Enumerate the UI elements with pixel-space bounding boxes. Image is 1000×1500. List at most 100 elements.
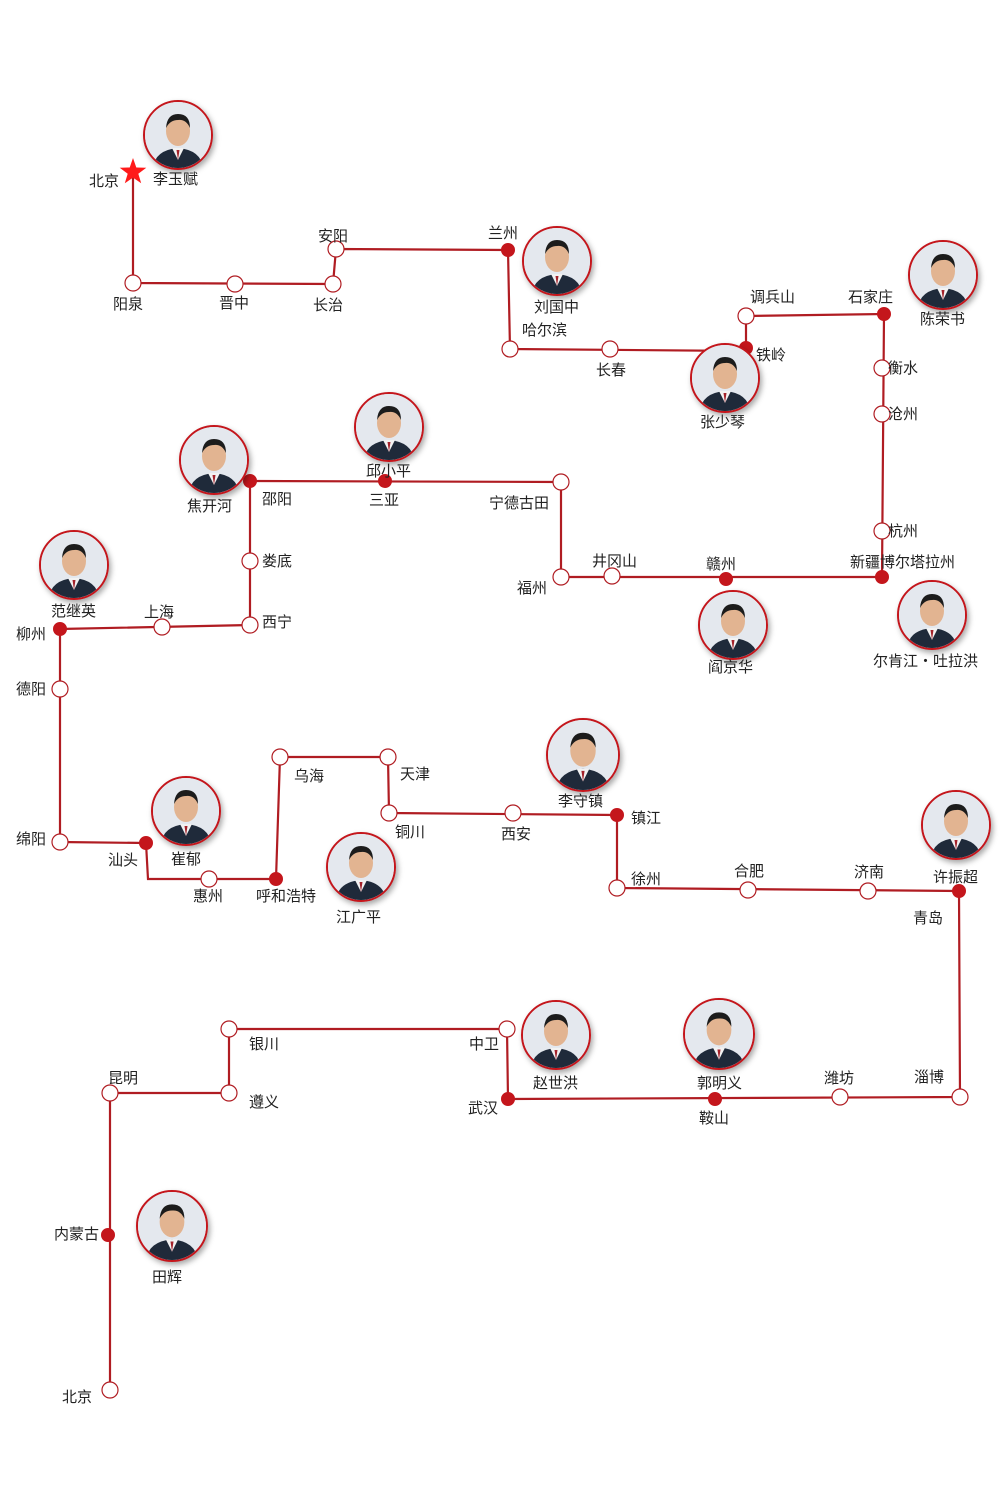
station-label-neimenggu: 内蒙古 [54,1225,100,1243]
station-label-fuzhou: 福州 [517,579,548,597]
portrait-erkenjiang [897,580,967,650]
person-name-zhang-shaoqin: 张少琴 [700,413,746,431]
station-dot-ganzhou [719,572,733,586]
station-label-jinggangshan: 井冈山 [592,552,638,570]
station-dot-hengshui [873,359,891,377]
station-label-weifang: 潍坊 [824,1069,855,1087]
station-label-qingdao: 青岛 [913,909,944,927]
person-name-xu-zhenchao: 许振超 [933,868,979,886]
station-label-changzhi: 长治 [313,296,344,314]
station-dot-shantou [139,836,153,850]
station-dot-liuzhou [53,622,67,636]
station-label-lanzhou: 兰州 [488,224,519,242]
station-dot-shijiazhuang [877,307,891,321]
station-dot-anshan [708,1092,722,1106]
station-dot-deyang [51,680,69,698]
person-name-guo-mingyi: 郭明义 [697,1074,743,1092]
station-label-tianjin: 天津 [400,765,431,783]
portrait-cui-yu [151,776,221,846]
station-label-kunming: 昆明 [108,1069,139,1087]
station-label-hangzhou: 杭州 [888,522,919,540]
station-label-ningde-gutian: 宁德古田 [489,494,550,512]
station-dot-xian [504,804,522,822]
portrait-zhao-shihong [521,1000,591,1070]
station-dot-diaobingshan [737,307,755,325]
station-label-jinan: 济南 [854,863,885,881]
station-dot-anyang [327,240,345,258]
person-name-li-yubin: 李玉赋 [153,170,199,188]
station-dot-changzhi [324,275,342,293]
station-dot-xinjiang-bortala [875,570,889,584]
station-dot-hangzhou [873,522,891,540]
portrait-yan-jinghua [698,590,768,660]
person-name-cui-yu: 崔郁 [171,850,202,868]
person-name-fan-jiying: 范继英 [51,602,97,620]
station-label-zhenjiang: 镇江 [631,809,662,827]
station-label-yangquan: 阳泉 [113,295,144,313]
portrait-jiao-kaihe [179,425,249,495]
station-dot-jinan [859,882,877,900]
station-dot-hohhot [269,872,283,886]
person-name-erkenjiang: 尔肯江・吐拉洪 [873,652,979,670]
station-dot-wuhai [271,748,289,766]
station-dot-changchun [601,340,619,358]
station-label-cangzhou: 沧州 [888,405,919,423]
person-name-li-shouzhen: 李守镇 [558,792,604,810]
station-dot-mianyang [51,833,69,851]
station-dot-zhenjiang [610,808,624,822]
station-dot-beijing-end [101,1381,119,1399]
station-label-zibo: 淄博 [914,1068,945,1086]
route-path [58,172,962,1390]
red-star-icon [119,158,147,184]
station-dot-huizhou [200,870,218,888]
person-name-liu-guozhong: 刘国中 [534,298,580,316]
station-label-beijing-start: 北京 [89,172,120,190]
station-label-xinjiang-bortala: 新疆博尔塔拉州 [850,553,956,571]
portrait-xu-zhenchao [921,790,991,860]
station-label-tongchuan: 铜川 [395,823,426,841]
station-label-tieling: 铁岭 [756,346,787,364]
station-label-deyang: 德阳 [16,680,47,698]
station-label-yinchuan: 银川 [249,1035,280,1053]
station-dot-lanzhou [501,243,515,257]
station-label-anshan: 鞍山 [699,1109,730,1127]
portrait-tian-hui [136,1190,208,1262]
station-dot-fuzhou [552,568,570,586]
station-label-shantou: 汕头 [108,851,139,869]
portrait-chen-rongshu [908,240,978,310]
portrait-li-yubin [143,100,213,170]
station-dot-yinchuan [220,1020,238,1038]
station-dot-neimenggu [101,1228,115,1242]
portrait-qiu-xiaoping [354,392,424,462]
station-dot-weifang [831,1088,849,1106]
station-label-huizhou: 惠州 [193,887,224,905]
station-label-anyang: 安阳 [318,227,349,245]
person-name-zhao-shihong: 赵世洪 [533,1074,579,1092]
person-name-jiang-guangping: 江广平 [336,908,382,926]
station-dot-loudi [241,552,259,570]
station-label-hefei: 合肥 [734,862,765,880]
station-dot-jinzhong [226,275,244,293]
person-name-tian-hui: 田辉 [152,1268,183,1286]
station-dot-ningde-gutian [552,473,570,491]
station-label-xian: 西安 [501,825,532,843]
person-name-jiao-kaihe: 焦开河 [187,497,233,515]
portrait-guo-mingyi [683,998,755,1070]
station-label-beijing-end: 北京 [62,1388,93,1406]
portrait-li-shouzhen [546,718,620,792]
station-label-xining: 西宁 [262,613,293,631]
station-dot-zunyi [220,1084,238,1102]
station-label-ganzhou: 赣州 [706,555,737,573]
station-dot-harbin [501,340,519,358]
station-dot-qingdao [952,884,966,898]
station-dot-shaoyang [243,474,257,488]
person-name-chen-rongshu: 陈荣书 [920,310,966,328]
portrait-zhang-shaoqin [690,343,760,413]
station-label-hohhot: 呼和浩特 [256,887,317,905]
station-dot-jinggangshan [603,567,621,585]
station-label-shaoyang: 邵阳 [262,490,293,508]
station-dot-tongchuan [380,804,398,822]
station-dot-tianjin [379,748,397,766]
station-label-sanya: 三亚 [369,491,400,509]
